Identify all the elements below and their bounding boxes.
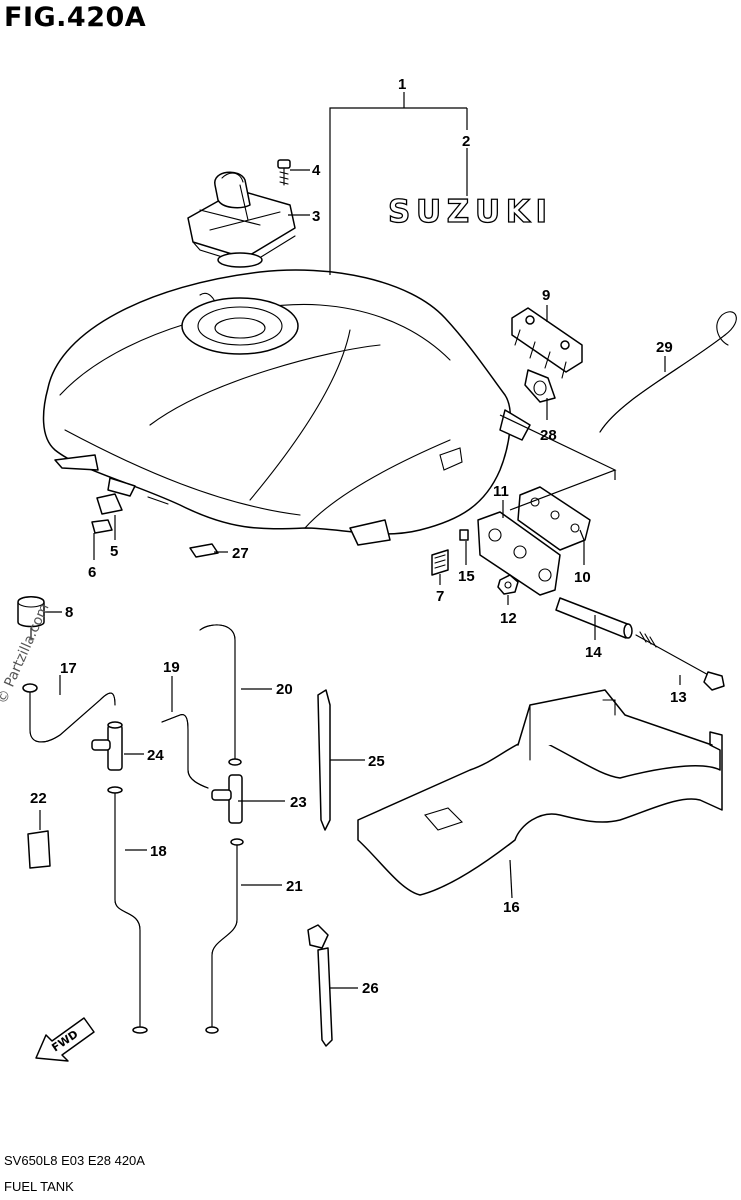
fwd-arrow-icon: FWD xyxy=(35,1017,95,1062)
callout-10: 10 xyxy=(574,569,591,586)
callout-21: 21 xyxy=(286,878,303,895)
cushion[interactable] xyxy=(524,369,556,403)
adhesive-pad[interactable] xyxy=(189,543,219,558)
callout-26: 26 xyxy=(362,980,379,997)
callout-17: 17 xyxy=(60,660,77,677)
drain-cap[interactable] xyxy=(17,596,45,641)
suzuki-emblem[interactable]: SUZUKI xyxy=(387,193,548,230)
tee-joint-24[interactable] xyxy=(91,721,123,771)
callout-12: 12 xyxy=(500,610,517,627)
hose-17[interactable] xyxy=(22,683,116,743)
emblem-text: SUZUKI xyxy=(388,194,548,230)
callout-7: 7 xyxy=(436,588,444,605)
hose-19[interactable] xyxy=(161,714,209,789)
clamp-25[interactable] xyxy=(317,689,331,831)
footer: SV650L8 E03 E28 420A FUEL TANK xyxy=(4,1148,145,1200)
hose-20[interactable] xyxy=(199,624,242,766)
pivot-bolt[interactable] xyxy=(635,631,725,691)
callout-28: 28 xyxy=(540,427,557,444)
callout-15: 15 xyxy=(458,568,475,585)
callout-4: 4 xyxy=(312,162,321,179)
callout-14: 14 xyxy=(585,644,602,661)
fuel-tank[interactable] xyxy=(42,269,531,546)
cushion-pad[interactable] xyxy=(96,493,123,515)
callout-2: 2 xyxy=(462,133,470,150)
callout-29: 29 xyxy=(656,339,673,356)
callout-1: 1 xyxy=(398,76,406,93)
callout-labels: 1 2 3 4 5 6 7 8 9 10 11 12 13 14 15 16 1… xyxy=(30,76,687,997)
callout-6: 6 xyxy=(88,564,96,581)
clip[interactable] xyxy=(459,529,469,541)
mounting-bracket[interactable] xyxy=(511,307,583,379)
callout-9: 9 xyxy=(542,287,550,304)
leader-lines xyxy=(39,92,681,989)
callout-23: 23 xyxy=(290,794,307,811)
footer-section-name: FUEL TANK xyxy=(4,1179,74,1194)
cushion-clip[interactable] xyxy=(91,519,113,534)
footer-model-code: SV650L8 E03 E28 420A xyxy=(4,1153,145,1168)
fuel-cap[interactable] xyxy=(187,171,296,268)
collar[interactable] xyxy=(555,597,633,639)
callout-25: 25 xyxy=(368,753,385,770)
prop-rod[interactable] xyxy=(599,311,737,433)
heat-shield[interactable] xyxy=(357,689,723,896)
screw[interactable] xyxy=(277,159,291,186)
callout-16: 16 xyxy=(503,899,520,916)
callout-27: 27 xyxy=(232,545,249,562)
callout-20: 20 xyxy=(276,681,293,698)
callout-5: 5 xyxy=(110,543,118,560)
callout-22: 22 xyxy=(30,790,47,807)
label-22[interactable] xyxy=(27,830,51,869)
callout-18: 18 xyxy=(150,843,167,860)
hose-21[interactable] xyxy=(205,838,244,1034)
clamp-26[interactable] xyxy=(307,924,333,1047)
tee-joint-23[interactable] xyxy=(211,774,243,824)
callout-19: 19 xyxy=(163,659,180,676)
callout-3: 3 xyxy=(312,208,320,225)
callout-24: 24 xyxy=(147,747,164,764)
callout-8: 8 xyxy=(65,604,73,621)
nut[interactable] xyxy=(497,574,519,595)
callout-11: 11 xyxy=(493,483,509,500)
hose-18[interactable] xyxy=(107,786,148,1034)
label-caution[interactable] xyxy=(431,549,449,576)
figure-title: FIG.420A xyxy=(4,2,147,33)
callout-13: 13 xyxy=(670,689,687,706)
hinge-bracket[interactable] xyxy=(477,486,591,596)
